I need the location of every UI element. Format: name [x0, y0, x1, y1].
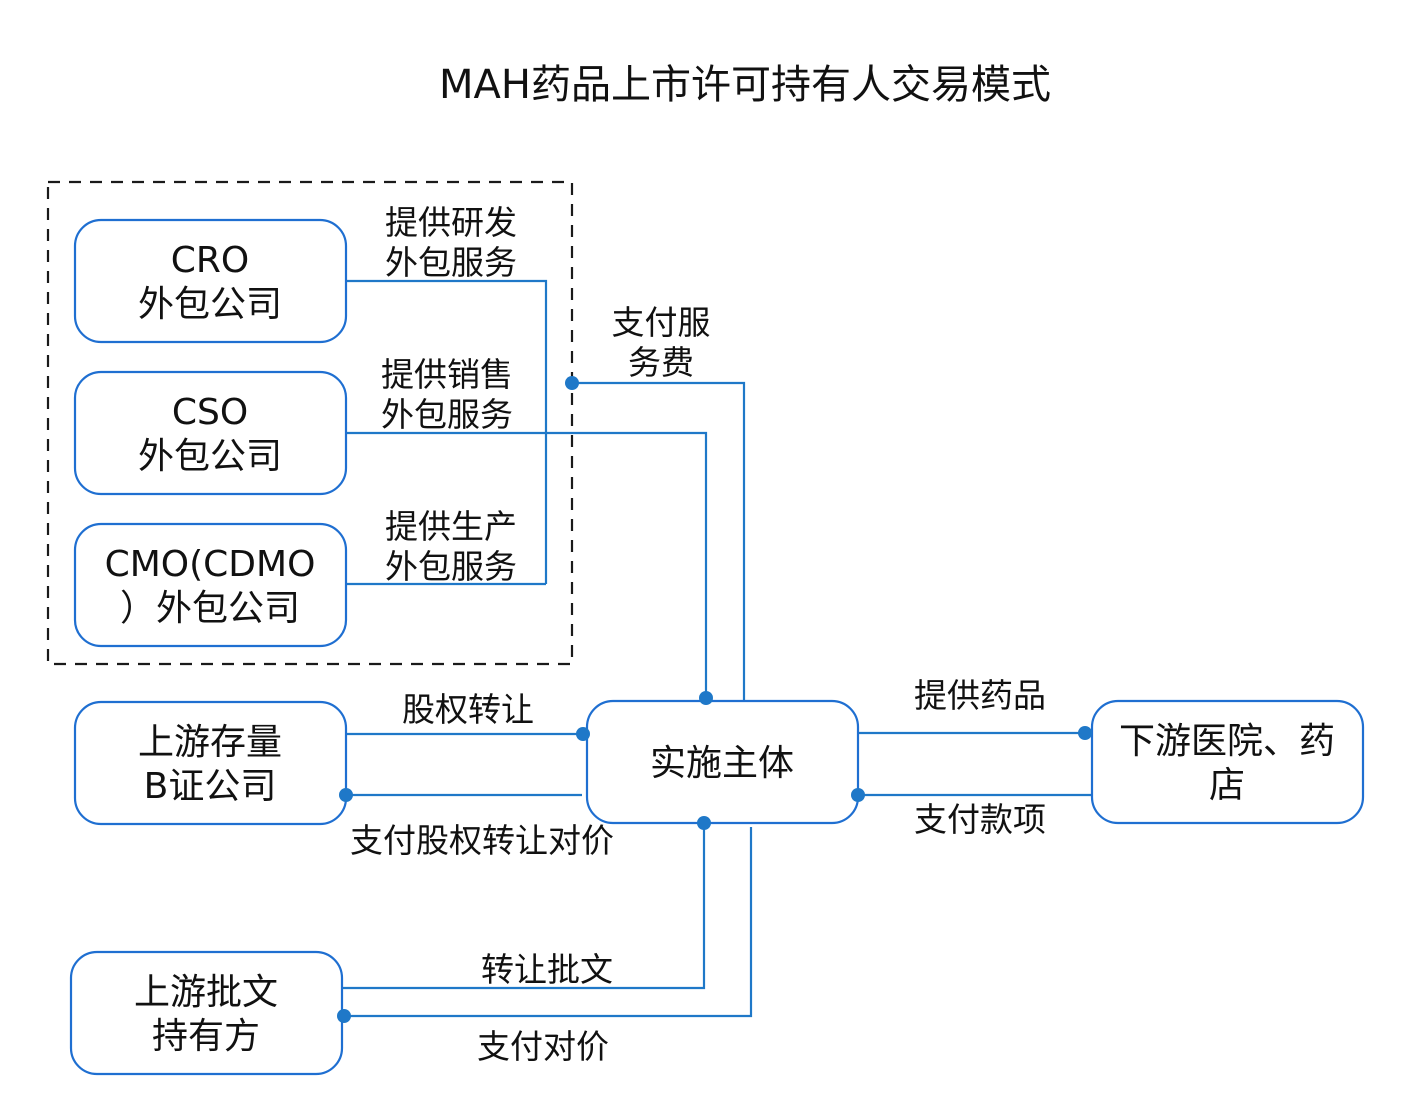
dot-provide-drugs: [1078, 726, 1092, 740]
node-upstream-b-line-1: 上游存量: [138, 722, 282, 763]
node-entity-label: 实施主体: [650, 743, 794, 784]
edge-line-cro-bus: [346, 279, 548, 584]
node-upstream-holder-line-2: 持有方: [152, 1016, 260, 1057]
edge-label-cso-service-2: 外包服务: [381, 395, 513, 434]
node-cmo-line-1: CMO(CDMO: [105, 544, 316, 585]
edge-line-cso-entity: [346, 431, 708, 698]
edge-label-pay-service-fee-2: 务费: [628, 343, 694, 382]
outsourcing-group: [46, 180, 574, 666]
edge-label-equity-transfer: 股权转让: [402, 690, 534, 729]
dot-pay-equity: [339, 788, 353, 802]
edge-label-pay-service-fee-1: 支付服: [612, 303, 711, 342]
node-upstream-b-line-2: B证公司: [144, 766, 277, 807]
edge-label-cmo-service-1: 提供生产: [385, 507, 517, 546]
dot-cso-entity: [699, 691, 713, 705]
node-downstream-line-1: 下游医院、药: [1119, 721, 1335, 762]
node-cro-line-2: 外包公司: [138, 284, 282, 325]
node-cso: CSO 外包公司: [73, 370, 348, 496]
edge-label-cso-service-1: 提供销售: [381, 355, 513, 394]
node-cro: CRO 外包公司: [73, 218, 348, 344]
edge-label-pay-equity: 支付股权转让对价: [350, 821, 614, 860]
edge-label-cmo-service-2: 外包服务: [385, 547, 517, 586]
dot-pay-consideration: [337, 1009, 351, 1023]
node-upstream-approval-holder: 上游批文 持有方: [69, 950, 344, 1076]
node-cso-line-1: CSO: [172, 392, 248, 433]
node-cmo-line-2: ）外包公司: [120, 588, 300, 629]
edge-label-cro-service-1: 提供研发: [385, 203, 517, 242]
edge-label-transfer-approval: 转让批文: [481, 950, 613, 989]
node-cmo: CMO(CDMO ）外包公司: [73, 522, 348, 648]
dot-transfer-approval: [697, 816, 711, 830]
edge-line-pay-service-fee: [572, 381, 746, 700]
edge-label-provide-drugs: 提供药品: [914, 676, 1046, 715]
node-upstream-b-company: 上游存量 B证公司: [73, 700, 348, 826]
node-implementing-entity: 实施主体: [585, 699, 860, 825]
dot-pay-amount: [851, 788, 865, 802]
node-downstream: 下游医院、药 店: [1090, 699, 1365, 825]
edge-line-transfer-approval: [342, 823, 706, 990]
edge-label-cro-service-2: 外包服务: [385, 243, 517, 282]
edge-label-pay-amount: 支付款项: [914, 800, 1046, 839]
node-downstream-line-2: 店: [1209, 765, 1245, 806]
edge-line-pay-consideration: [344, 827, 753, 1018]
dot-equity-transfer: [576, 727, 590, 741]
diagram-title: MAH药品上市许可持有人交易模式: [439, 62, 1051, 108]
edge-label-pay-consideration: 支付对价: [477, 1027, 609, 1066]
dot-pay-service-fee: [565, 376, 579, 390]
node-cro-line-1: CRO: [171, 240, 250, 281]
node-cso-line-2: 外包公司: [138, 436, 282, 477]
node-upstream-holder-line-1: 上游批文: [134, 972, 278, 1013]
